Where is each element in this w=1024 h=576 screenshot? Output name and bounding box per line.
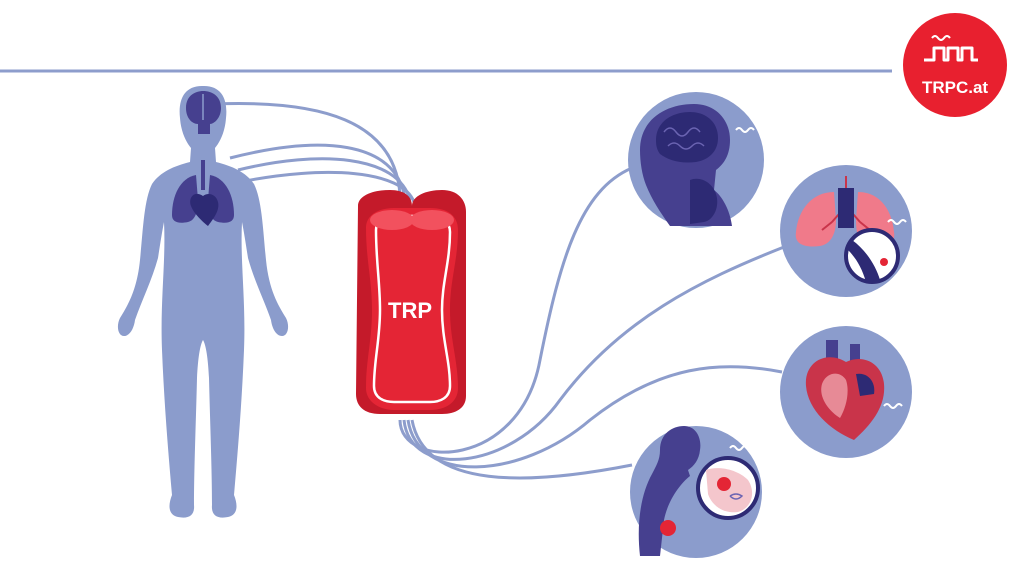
panel-brain[interactable]: [628, 92, 764, 228]
human-body-figure: [117, 86, 289, 518]
channel-front: [366, 208, 458, 410]
logo-channel-icon: [924, 46, 978, 62]
heart-chamber-icon: [821, 373, 848, 418]
hand-on-head-icon: [690, 178, 718, 224]
panel-connections: [398, 166, 785, 480]
logo-text: TRPC.at: [922, 78, 988, 97]
connection-lung-line-2: [237, 157, 412, 201]
breast-tumor-icon: [717, 477, 731, 491]
panel-heart[interactable]: [780, 326, 912, 458]
lung-signal-wave-icon: [887, 219, 907, 225]
lung-left-icon: [795, 192, 836, 247]
body-silhouette: [117, 86, 289, 518]
channel-highlight-right: [410, 210, 454, 230]
vessel-zoom-circle: [844, 228, 900, 284]
logo-wave-icon: [931, 35, 951, 41]
panel-lung[interactable]: [780, 165, 912, 297]
connection-brain-line: [214, 102, 402, 196]
left-lung-icon: [172, 175, 198, 223]
body-connections: [214, 102, 416, 203]
body-heart-icon: [190, 193, 219, 226]
brain-folds: [663, 127, 705, 150]
heart-valve-icon: [856, 373, 875, 396]
vessel-cell-icon: [880, 258, 888, 266]
tumor-marker-icon: [660, 520, 676, 536]
heart-signal-wave-icon: [883, 403, 903, 409]
pulmonary-vessel-icon: [838, 188, 854, 228]
connection-heart-line: [239, 170, 416, 203]
gland-icon: [729, 493, 744, 500]
trp-channel[interactable]: TRP: [356, 190, 466, 414]
breast-signal-wave-icon: [729, 445, 749, 451]
logo-circle: [903, 13, 1007, 117]
channel-label: TRP: [388, 298, 432, 323]
channel-highlight-left: [370, 210, 414, 230]
trpc-logo[interactable]: TRPC.at: [903, 13, 1007, 117]
vessel-section-icon: [848, 240, 880, 282]
breast-tissue-icon: [706, 468, 753, 513]
brain-signal-wave-icon: [735, 127, 755, 133]
brain-icon: [656, 112, 718, 163]
connection-breast-panel-line: [410, 419, 633, 480]
person-silhouette-icon: [638, 426, 701, 556]
panel-breast[interactable]: [630, 426, 762, 558]
